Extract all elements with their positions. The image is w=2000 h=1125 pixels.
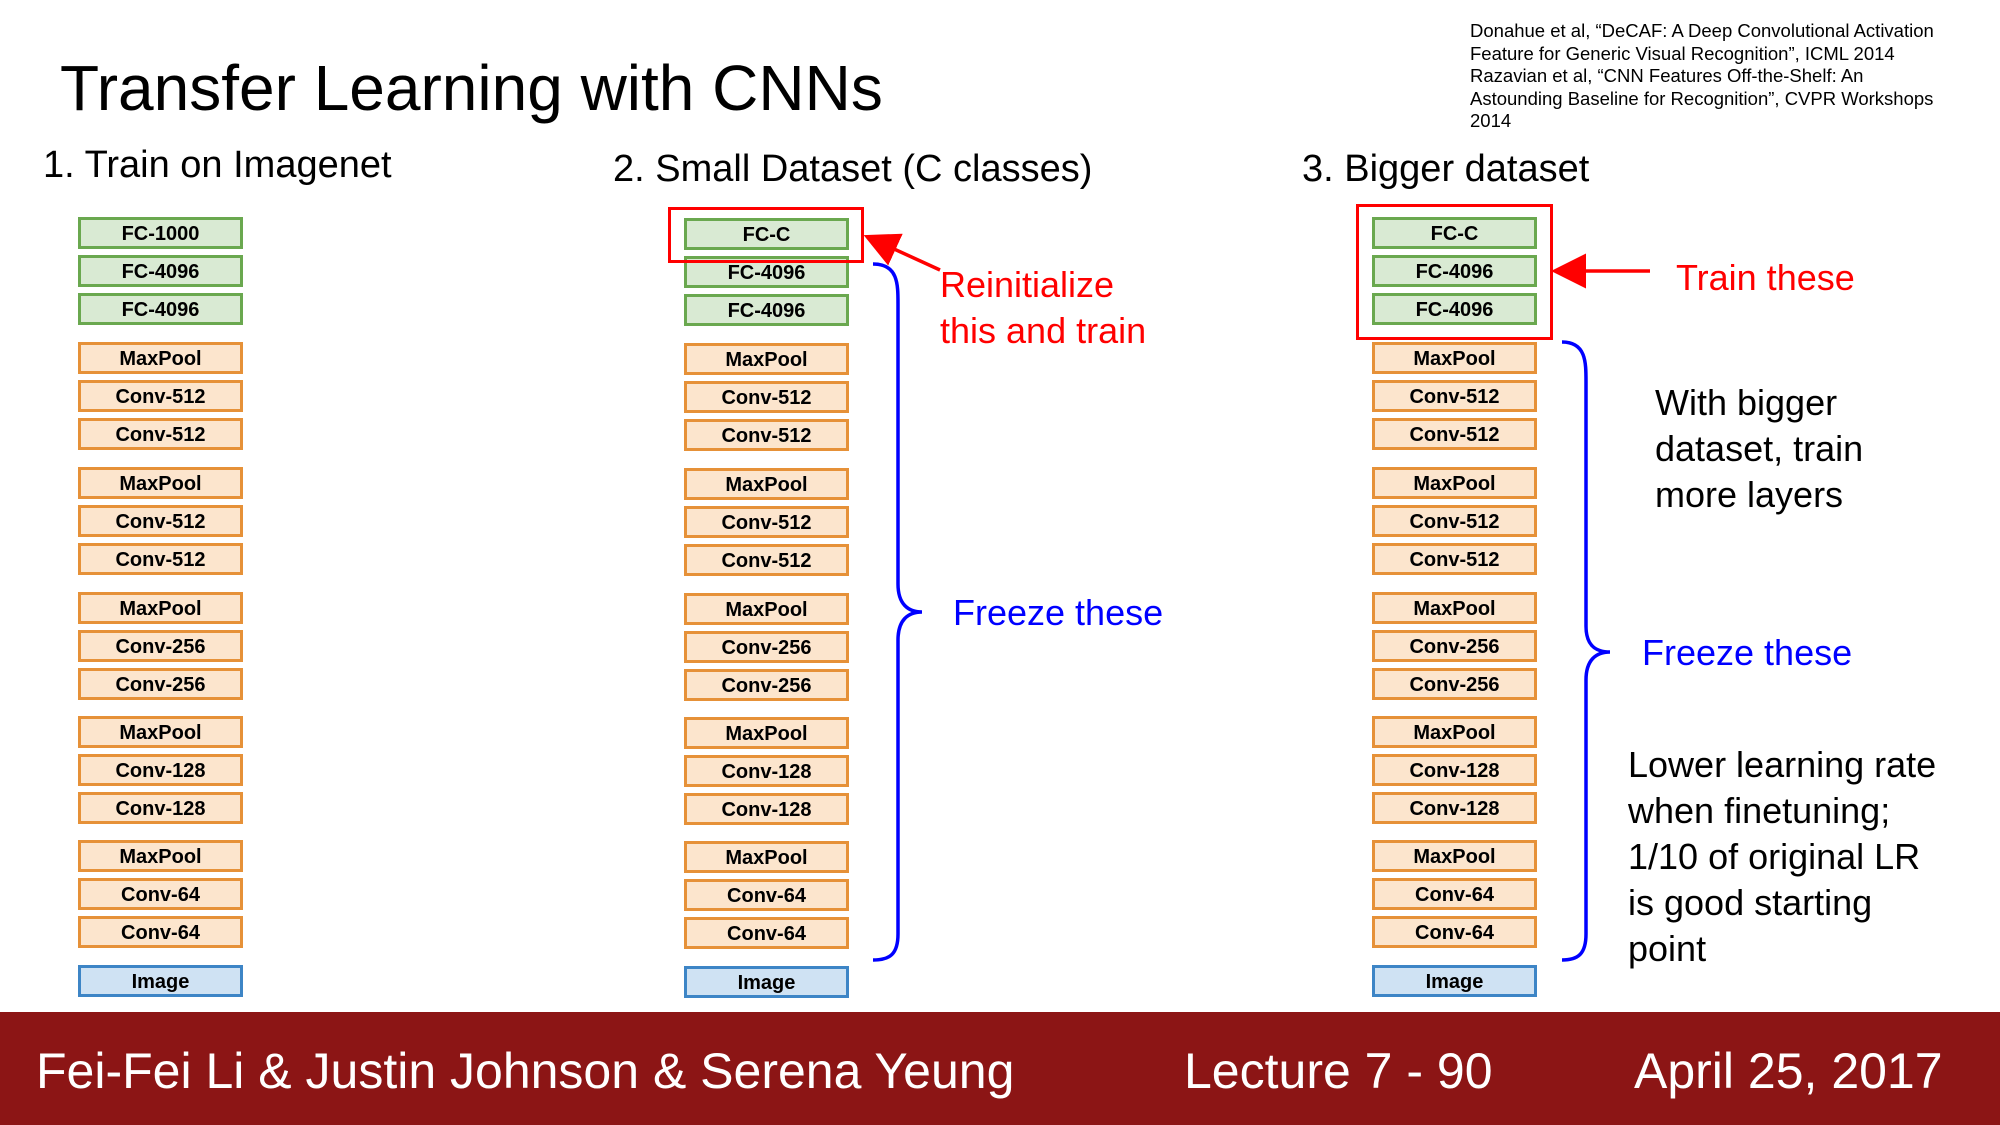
train-these-annotation: Train these [1676, 257, 1855, 298]
layer-conv-128: Conv-128 [684, 755, 849, 787]
layer-conv-128: Conv-128 [1372, 754, 1537, 786]
freeze-brace-small [872, 262, 923, 962]
fc-c-highlight-box [668, 207, 864, 263]
citation-line: 2014 [1470, 110, 1512, 131]
layer-fc-c: FC-C [684, 218, 849, 250]
annotation-line: With bigger [1655, 382, 1838, 423]
layer-fc-4096: FC-4096 [684, 294, 849, 326]
annotation-line: Lower learning rate [1628, 744, 1937, 785]
layer-maxpool: MaxPool [1372, 467, 1537, 499]
layer-maxpool: MaxPool [684, 343, 849, 375]
layer-conv-512: Conv-512 [684, 419, 849, 451]
layer-conv-512: Conv-512 [78, 505, 243, 537]
annotation-line: Reinitialize [940, 264, 1115, 305]
layer-conv-512: Conv-512 [78, 543, 243, 575]
layer-image: Image [1372, 965, 1537, 997]
reinitialize-annotation: Reinitialize this and train [940, 262, 1146, 354]
slide-title: Transfer Learning with CNNs [60, 52, 883, 124]
annotation-line: 1/10 of original LR [1628, 836, 1921, 877]
fc-layers-highlight-box [1356, 204, 1553, 340]
layer-conv-128: Conv-128 [684, 793, 849, 825]
annotation-line: point [1628, 928, 1707, 969]
layer-maxpool: MaxPool [684, 468, 849, 500]
layer-conv-256: Conv-256 [78, 630, 243, 662]
layer-fc-1000: FC-1000 [78, 217, 243, 249]
annotation-line: is good starting [1628, 882, 1873, 923]
layer-conv-256: Conv-256 [1372, 630, 1537, 662]
layer-conv-512: Conv-512 [684, 381, 849, 413]
layer-conv-64: Conv-64 [1372, 916, 1537, 948]
layer-maxpool: MaxPool [78, 342, 243, 374]
layer-conv-64: Conv-64 [684, 917, 849, 949]
layer-maxpool: MaxPool [684, 593, 849, 625]
column-title-bigger-dataset: 3. Bigger dataset [1302, 148, 1590, 190]
layer-conv-64: Conv-64 [78, 916, 243, 948]
layer-conv-512: Conv-512 [684, 506, 849, 538]
footer-lecture: Lecture 7 - 90 [1184, 1043, 1493, 1099]
annotation-line: this and train [940, 310, 1147, 351]
citation-line: Astounding Baseline for Recognition”, CV… [1470, 87, 1934, 109]
layer-conv-512: Conv-512 [78, 380, 243, 412]
layer-conv-64: Conv-64 [684, 879, 849, 911]
layer-fc-4096: FC-4096 [78, 293, 243, 325]
bigger-dataset-note: With bigger dataset, train more layers [1655, 380, 1863, 518]
layer-maxpool: MaxPool [684, 717, 849, 749]
layer-fc-4096: FC-4096 [78, 255, 243, 287]
layer-conv-512: Conv-512 [1372, 505, 1537, 537]
layer-conv-256: Conv-256 [1372, 668, 1537, 700]
layer-maxpool: MaxPool [78, 592, 243, 624]
reinitialize-arrow [863, 233, 941, 272]
column-title-small-dataset: 2. Small Dataset (C classes) [613, 148, 1093, 190]
layer-conv-128: Conv-128 [78, 754, 243, 786]
freeze-brace-big [1561, 340, 1611, 962]
layer-conv-512: Conv-512 [1372, 543, 1537, 575]
layer-maxpool: MaxPool [78, 467, 243, 499]
layer-conv-512: Conv-512 [78, 418, 243, 450]
footer-authors: Fei-Fei Li & Justin Johnson & Serena Yeu… [36, 1043, 1015, 1099]
citation-line: Razavian et al, “CNN Features Off-the-Sh… [1470, 65, 1864, 86]
layer-image: Image [684, 966, 849, 998]
layer-maxpool: MaxPool [1372, 342, 1537, 374]
layer-maxpool: MaxPool [78, 840, 243, 872]
layer-conv-128: Conv-128 [78, 792, 243, 824]
citation: Donahue et al, “DeCAF: A Deep Convolutio… [1470, 20, 1990, 133]
layer-conv-512: Conv-512 [1372, 418, 1537, 450]
annotation-line: more layers [1655, 474, 1844, 515]
annotation-line: when finetuning; [1628, 790, 1891, 831]
footer-bar: Fei-Fei Li & Justin Johnson & Serena Yeu… [0, 1012, 2000, 1125]
layer-maxpool: MaxPool [684, 841, 849, 873]
footer-date: April 25, 2017 [1634, 1043, 1943, 1099]
layer-conv-64: Conv-64 [78, 878, 243, 910]
layer-fc-c: FC-C [1372, 217, 1537, 249]
column-title-imagenet: 1. Train on Imagenet [43, 144, 392, 186]
layer-conv-512: Conv-512 [684, 544, 849, 576]
layer-conv-256: Conv-256 [684, 631, 849, 663]
layer-maxpool: MaxPool [1372, 840, 1537, 872]
freeze-annotation-big: Freeze these [1642, 632, 1853, 673]
layer-maxpool: MaxPool [1372, 592, 1537, 624]
layer-fc-4096: FC-4096 [1372, 255, 1537, 287]
layer-image: Image [78, 965, 243, 997]
freeze-annotation-small: Freeze these [953, 592, 1164, 633]
layer-conv-256: Conv-256 [684, 669, 849, 701]
citation-line: Donahue et al, “DeCAF: A Deep Convolutio… [1470, 20, 1934, 41]
layer-conv-128: Conv-128 [1372, 792, 1537, 824]
layer-conv-512: Conv-512 [1372, 380, 1537, 412]
layer-maxpool: MaxPool [1372, 716, 1537, 748]
layer-conv-256: Conv-256 [78, 668, 243, 700]
citation-line: Feature for Generic Visual Recognition”,… [1470, 42, 1895, 64]
learning-rate-note: Lower learning rate when finetuning; 1/1… [1628, 742, 1936, 972]
layer-maxpool: MaxPool [78, 716, 243, 748]
layer-fc-4096: FC-4096 [1372, 293, 1537, 325]
annotation-line: dataset, train [1655, 428, 1864, 469]
layer-conv-64: Conv-64 [1372, 878, 1537, 910]
